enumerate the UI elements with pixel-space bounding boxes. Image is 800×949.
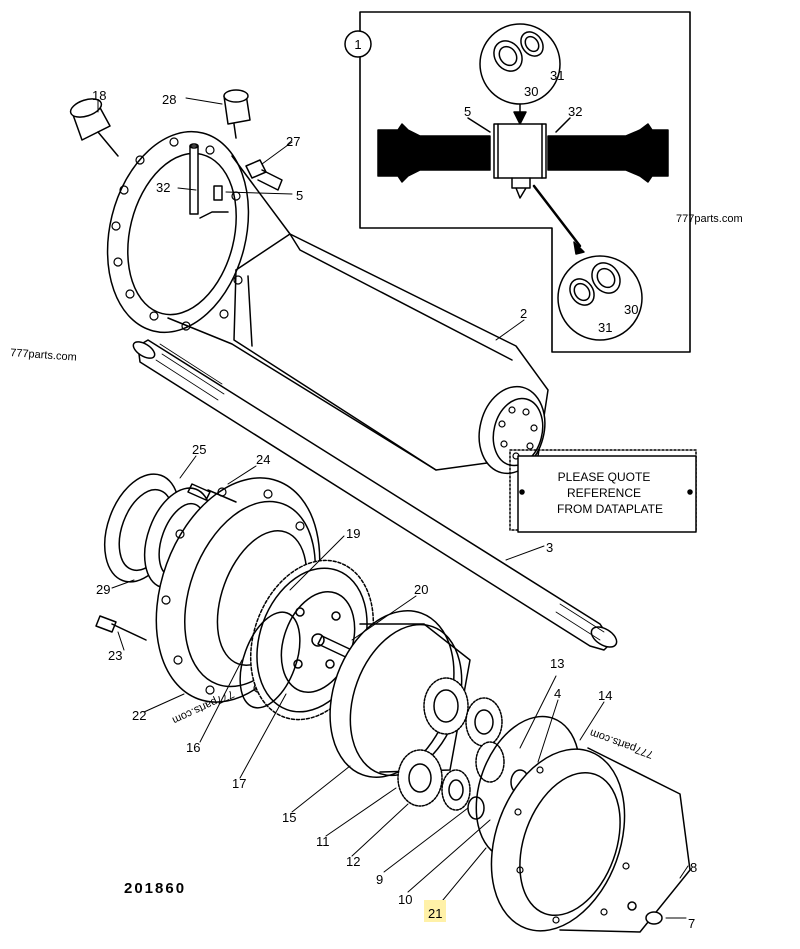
callout-4: 4 <box>554 686 561 701</box>
dataplate-line-3: FROM DATAPLATE <box>557 502 663 516</box>
callout-22: 22 <box>132 708 146 723</box>
callout-24: 24 <box>256 452 270 467</box>
callout-28: 28 <box>162 92 176 107</box>
callout-2: 2 <box>520 306 527 321</box>
hub-cover <box>475 715 691 933</box>
callout-leaders <box>97 97 689 919</box>
callout-8: 8 <box>690 860 697 875</box>
inset-panel <box>344 11 691 353</box>
dataplate-line-1: PLEASE QUOTE <box>558 470 651 484</box>
callout-14: 14 <box>598 688 612 703</box>
inset-callout: 30 <box>524 84 538 99</box>
callout-11: 11 <box>316 834 330 849</box>
callout-32: 32 <box>156 180 170 195</box>
callout-17: 17 <box>232 776 246 791</box>
callout-23: 23 <box>108 648 122 663</box>
callout-9: 9 <box>376 872 383 887</box>
callout-3: 3 <box>546 540 553 555</box>
callout-20: 20 <box>414 582 428 597</box>
callout-21: 21 <box>428 906 442 921</box>
inset-callout: 30 <box>624 302 638 317</box>
callout-5: 5 <box>296 188 303 203</box>
drawing-number: 201860 <box>124 880 186 897</box>
inset-callout: 32 <box>568 104 582 119</box>
inset-callout: 31 <box>598 320 612 335</box>
inset-callout: 5 <box>464 104 471 119</box>
callout-7: 7 <box>688 916 695 931</box>
axle-housing <box>106 130 549 475</box>
watermark-text: 777parts.com <box>10 347 77 364</box>
drive-shaft <box>132 339 618 651</box>
callout-12: 12 <box>346 854 360 869</box>
callout-16: 16 <box>186 740 200 755</box>
callout-27: 27 <box>286 134 300 149</box>
callout-15: 15 <box>282 810 296 825</box>
small-fittings <box>69 89 283 219</box>
dataplate-line-2: REFERENCE <box>567 486 641 500</box>
callout-18: 18 <box>92 88 106 103</box>
highlight-marker <box>424 900 446 922</box>
watermark-text: 777parts.com <box>676 213 743 225</box>
inset-callout: 31 <box>550 68 564 83</box>
callout-29: 29 <box>96 582 110 597</box>
callout-10: 10 <box>398 892 412 907</box>
dataplate <box>509 449 697 533</box>
callout-19: 19 <box>346 526 360 541</box>
callout-25: 25 <box>192 442 206 457</box>
inset-ref-number: 1 <box>354 37 361 52</box>
callout-13: 13 <box>550 656 564 671</box>
